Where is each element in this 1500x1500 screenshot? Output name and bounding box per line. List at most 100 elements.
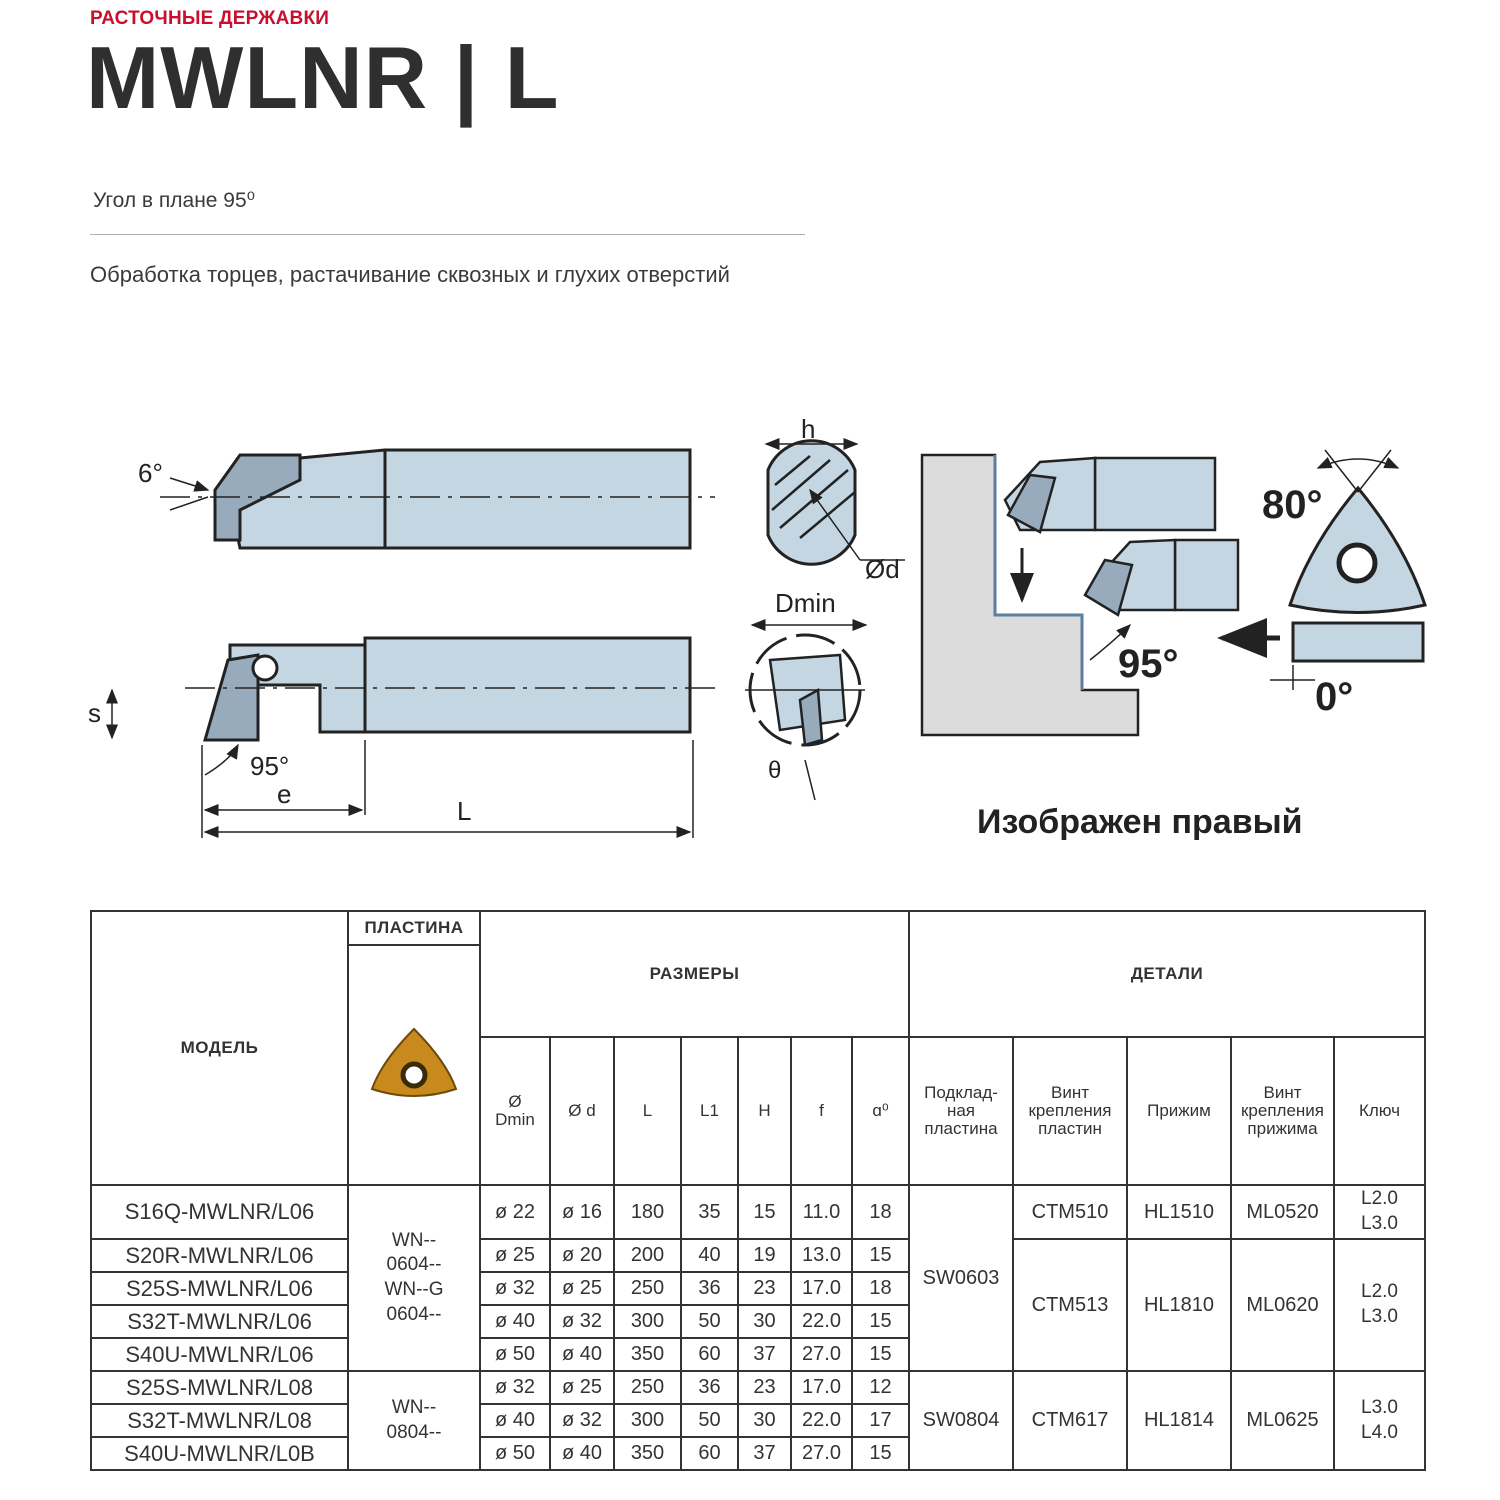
col-L: L [613, 1036, 682, 1186]
alpha-cell: 12 [851, 1370, 910, 1405]
s-dimension-label: s [88, 698, 101, 728]
dmin-label: Dmin [775, 588, 836, 618]
alpha-cell: 17 [851, 1403, 910, 1438]
f-cell: 22.0 [790, 1304, 853, 1339]
model-cell: S20R-MWLNR/L06 [90, 1238, 349, 1273]
f-cell: 13.0 [790, 1238, 853, 1273]
clamp-group-1: HL1510 [1126, 1184, 1232, 1240]
shim-group-1: SW0603 [908, 1184, 1014, 1372]
cross-section-top: h Ød [764, 414, 905, 584]
insert-image [370, 1027, 458, 1097]
insert-image-cell [347, 944, 481, 1186]
dmin-cell: ø 22 [479, 1184, 551, 1240]
H-cell: 37 [737, 1337, 792, 1372]
angle-80-label: 80° [1262, 483, 1323, 527]
dmin-cell: ø 50 [479, 1436, 551, 1471]
table-row: S25S-MWLNR/L08 WN--0804-- ø 32 ø 25 250 … [90, 1370, 1427, 1471]
details-header: ДЕТАЛИ [907, 910, 1427, 1038]
page-title: MWLNR | L [86, 28, 560, 127]
screw-group-1: CTM510 [1012, 1184, 1128, 1240]
H-cell: 23 [737, 1370, 792, 1405]
workpiece-diagram: 95° [920, 453, 1240, 737]
alpha-cell: 15 [851, 1304, 910, 1339]
top-view: s 95° e L [88, 636, 720, 838]
f-cell: 11.0 [790, 1184, 853, 1240]
f-cell: 27.0 [790, 1337, 853, 1372]
clamp-screw-group-3: ML0625 [1230, 1370, 1335, 1471]
clamp-group-2: HL1810 [1126, 1238, 1232, 1372]
f-cell: 22.0 [790, 1403, 853, 1438]
d-cell: ø 32 [549, 1304, 615, 1339]
H-cell: 15 [737, 1184, 792, 1240]
model-cell: S16Q-MWLNR/L06 [90, 1184, 349, 1240]
L1-cell: 36 [680, 1271, 739, 1306]
H-cell: 19 [737, 1238, 792, 1273]
H-cell: 23 [737, 1271, 792, 1306]
model-cell: S32T-MWLNR/L08 [90, 1403, 349, 1438]
dmin-cell: ø 40 [479, 1304, 551, 1339]
L-cell: 350 [613, 1436, 682, 1471]
od-label: Ød [865, 554, 900, 584]
clamp-group-3: HL1814 [1126, 1370, 1232, 1471]
table-row: S20R-MWLNR/L06 ø 25 ø 20 200 40 19 13.0 … [90, 1238, 1427, 1372]
L1-cell: 50 [680, 1403, 739, 1438]
theta-label: θ [768, 757, 781, 784]
angle-95-right-label: 95° [1118, 642, 1179, 686]
dmin-cell: ø 25 [479, 1238, 551, 1273]
d-cell: ø 25 [549, 1271, 615, 1306]
table-row: S32T-MWLNR/L06 ø 40 ø 32 300 50 30 22.0 … [90, 1304, 1425, 1339]
f-cell: 17.0 [790, 1370, 853, 1405]
table-row: S25S-MWLNR/L06 ø 32 ø 25 250 36 23 17.0 … [90, 1271, 1425, 1306]
L-cell: 350 [613, 1337, 682, 1372]
insert-header: ПЛАСТИНА [347, 910, 481, 946]
dimensions-header: РАЗМЕРЫ [479, 910, 910, 1038]
col-L1: L1 [680, 1036, 739, 1186]
h-label: h [801, 414, 815, 444]
dmin-cell: ø 32 [479, 1271, 551, 1306]
angle-6-label: 6° [138, 458, 163, 488]
insert-diagram: 80° 0° [1217, 449, 1427, 719]
col-clamp: Прижим [1126, 1036, 1232, 1186]
L1-cell: 60 [680, 1436, 739, 1471]
d-cell: ø 20 [549, 1238, 615, 1273]
L-cell: 250 [613, 1370, 682, 1405]
model-cell: S25S-MWLNR/L08 [90, 1370, 349, 1405]
model-header: МОДЕЛЬ [90, 910, 349, 1186]
L-cell: 300 [613, 1304, 682, 1339]
f-cell: 27.0 [790, 1436, 853, 1471]
d-cell: ø 16 [549, 1184, 615, 1240]
L1-cell: 36 [680, 1370, 739, 1405]
f-cell: 17.0 [790, 1271, 853, 1306]
model-cell: S40U-MWLNR/L06 [90, 1337, 349, 1372]
alpha-cell: 18 [851, 1271, 910, 1306]
description-text: Обработка торцев, растачивание сквозных … [90, 262, 730, 287]
category-label: РАСТОЧНЫЕ ДЕРЖАВКИ [90, 8, 330, 29]
col-key: Ключ [1332, 1036, 1427, 1186]
model-cell: S32T-MWLNR/L06 [90, 1304, 349, 1339]
alpha-cell: 15 [851, 1436, 910, 1471]
col-alpha: ɑ⁰ [851, 1036, 910, 1186]
alpha-cell: 15 [851, 1337, 910, 1372]
clamp-screw-group-1: ML0520 [1230, 1184, 1335, 1240]
alpha-cell: 15 [851, 1238, 910, 1273]
e-dimension-label: e [277, 779, 291, 809]
L-cell: 300 [613, 1403, 682, 1438]
insert-group-2: WN--0804-- [347, 1370, 481, 1471]
dmin-cell: ø 40 [479, 1403, 551, 1438]
d-cell: ø 40 [549, 1436, 615, 1471]
table-row: S40U-MWLNR/L0B ø 50 ø 40 350 60 37 27.0 … [90, 1436, 1425, 1471]
technical-drawing: 6° s 95° e L h Ød [88, 414, 1427, 841]
col-H: H [737, 1036, 792, 1186]
dmin-cell: ø 32 [479, 1370, 551, 1405]
d-cell: ø 40 [549, 1337, 615, 1372]
table-row: S32T-MWLNR/L08 ø 40 ø 32 300 50 30 22.0 … [90, 1403, 1425, 1438]
